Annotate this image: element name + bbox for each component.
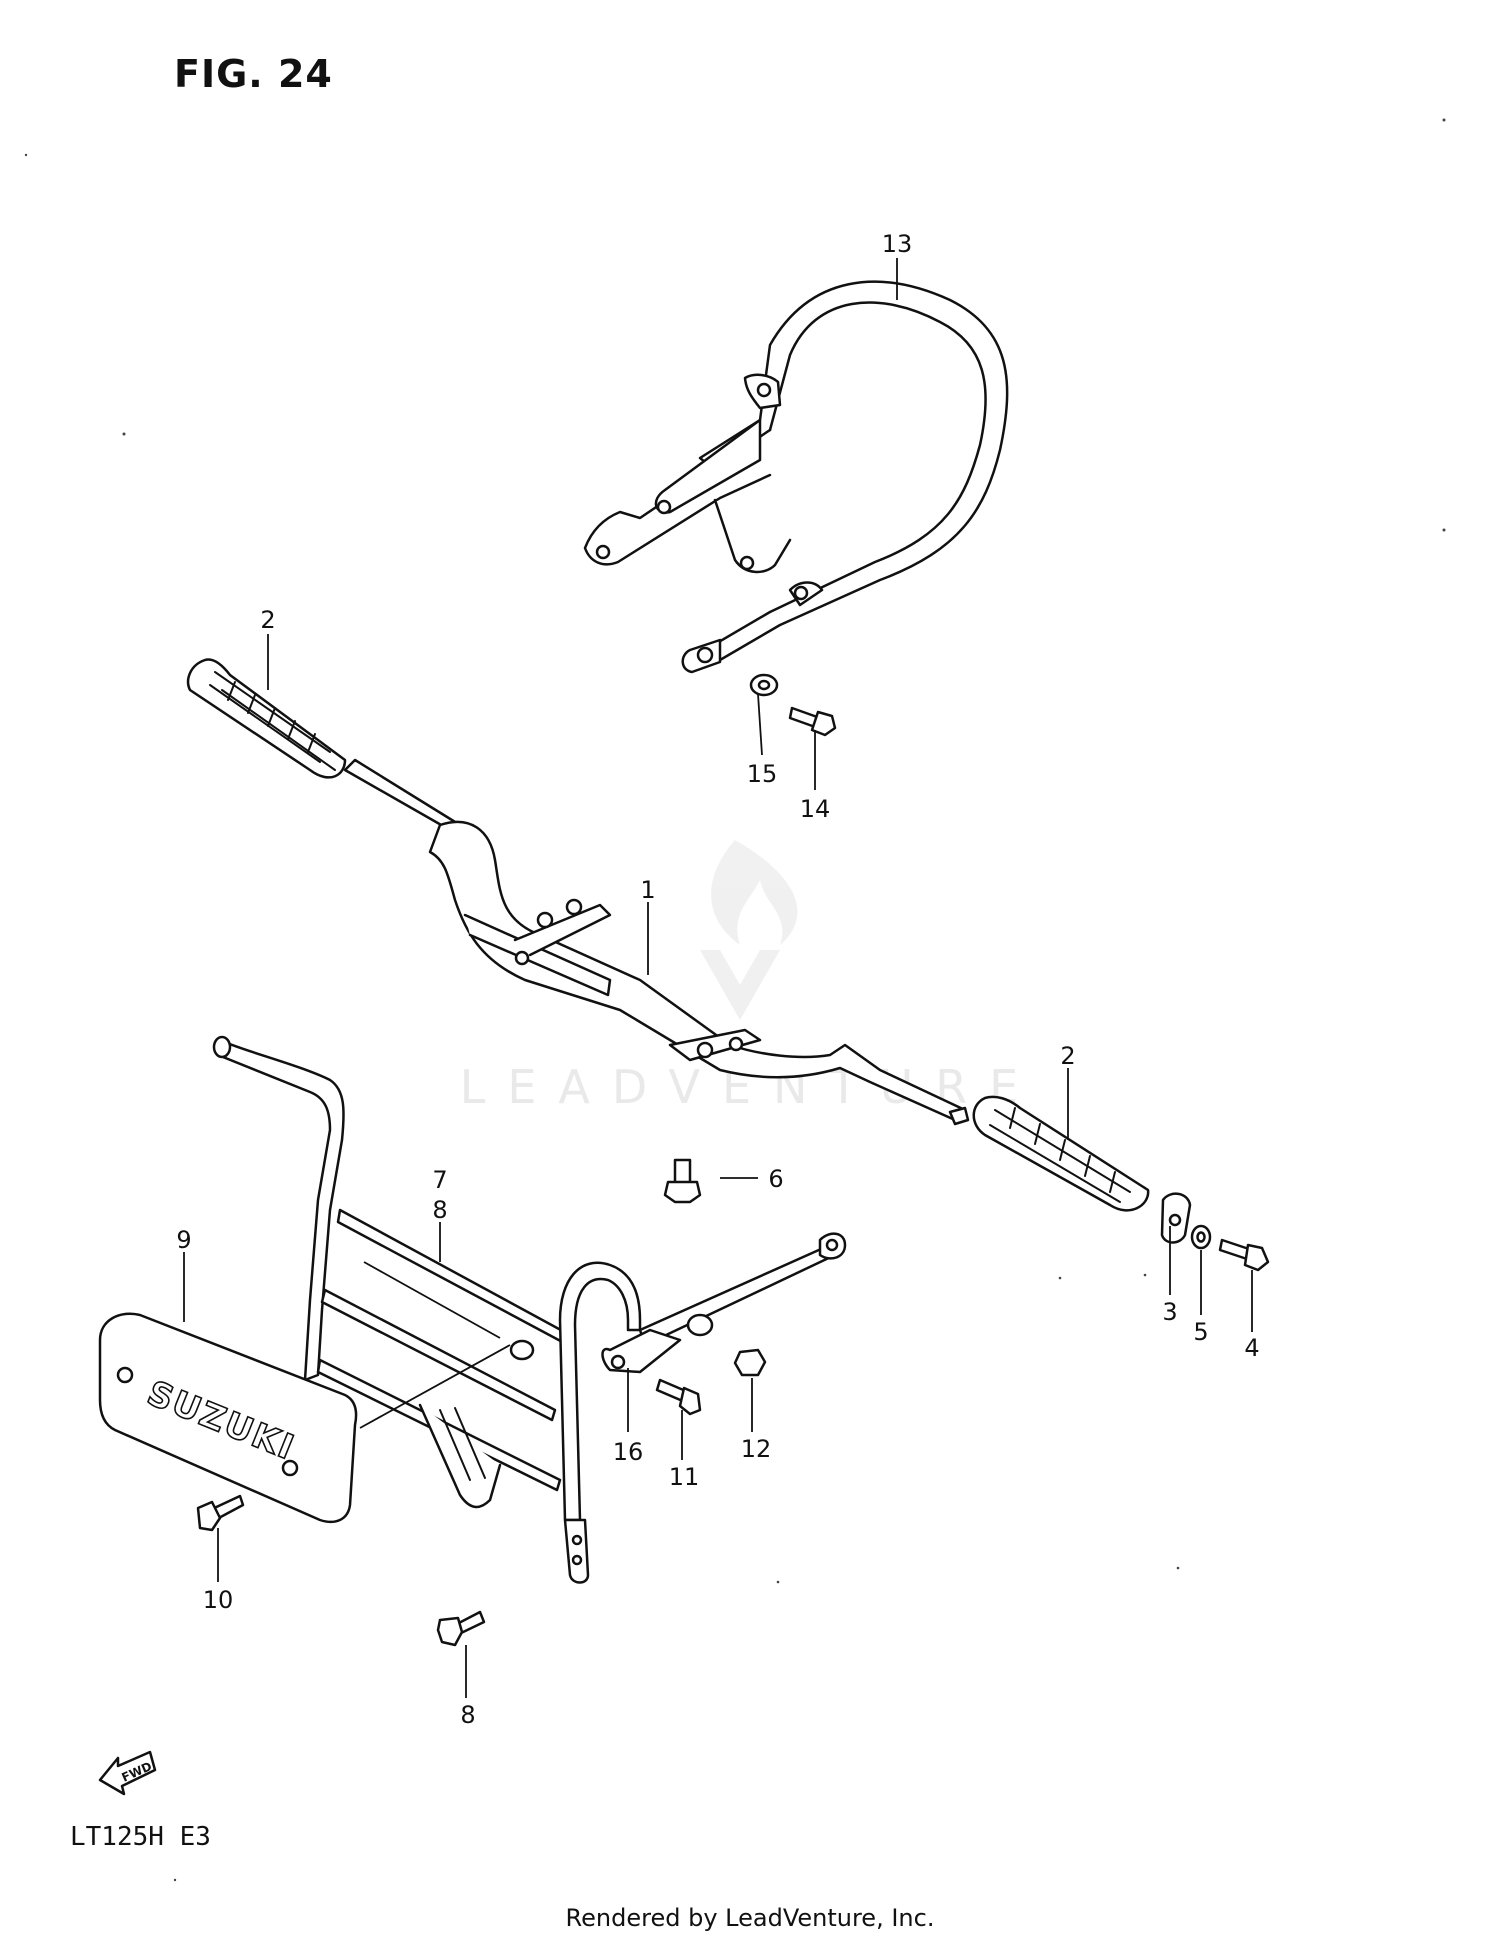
part-9-front-cover: SUZUKI — [98, 1312, 358, 1524]
scan-specks — [24, 118, 1446, 1882]
credit-line: Rendered by LeadVenture, Inc. — [565, 1904, 935, 1932]
leader-lines — [183, 258, 1253, 1698]
part-2-footpeg-right — [972, 1095, 1150, 1212]
callout-14: 14 — [800, 795, 831, 823]
part-1-footrest-bar — [343, 758, 970, 1126]
callout-15: 15 — [747, 760, 778, 788]
callout-2-left: 2 — [260, 606, 275, 634]
callout-9: 9 — [176, 1226, 191, 1254]
watermark-logo — [700, 840, 798, 1020]
callout-8-lower: 8 — [460, 1701, 475, 1729]
part-5-washer — [1190, 1224, 1212, 1250]
callout-6: 6 — [768, 1165, 783, 1193]
part-15-washer — [749, 673, 779, 697]
callout-2-right: 2 — [1060, 1042, 1075, 1070]
callout-11: 11 — [669, 1463, 700, 1491]
callout-13: 13 — [882, 230, 913, 258]
part-11-bolt — [655, 1378, 702, 1416]
part-13-rear-grab-bar — [583, 280, 1009, 674]
callout-7: 7 — [432, 1166, 447, 1194]
callout-16: 16 — [613, 1438, 644, 1466]
callout-4: 4 — [1244, 1334, 1259, 1362]
part-12-nut — [733, 1348, 767, 1377]
callout-10: 10 — [203, 1586, 234, 1614]
callout-8-upper: 8 — [432, 1196, 447, 1224]
part-8-bolt — [436, 1610, 486, 1647]
callout-12: 12 — [741, 1435, 772, 1463]
part-14-bolt — [788, 706, 837, 737]
figure-title: FIG. 24 — [174, 52, 333, 96]
part-4-bolt — [1218, 1238, 1270, 1272]
model-code: LT125H E3 — [70, 1822, 211, 1852]
callout-5: 5 — [1193, 1318, 1208, 1346]
part-2-footpeg-left — [186, 658, 347, 779]
fwd-arrow-icon: FWD — [98, 1750, 157, 1796]
callouts: 13 2 15 14 1 2 6 7 8 9 3 5 4 16 11 12 10… — [176, 230, 1259, 1729]
callout-3: 3 — [1162, 1298, 1177, 1326]
part-6-bolt — [663, 1158, 702, 1204]
callout-1: 1 — [640, 876, 655, 904]
part-10-bolt — [196, 1494, 245, 1532]
part-16-front-frame — [212, 1035, 847, 1584]
part-3-plate — [1160, 1192, 1192, 1244]
